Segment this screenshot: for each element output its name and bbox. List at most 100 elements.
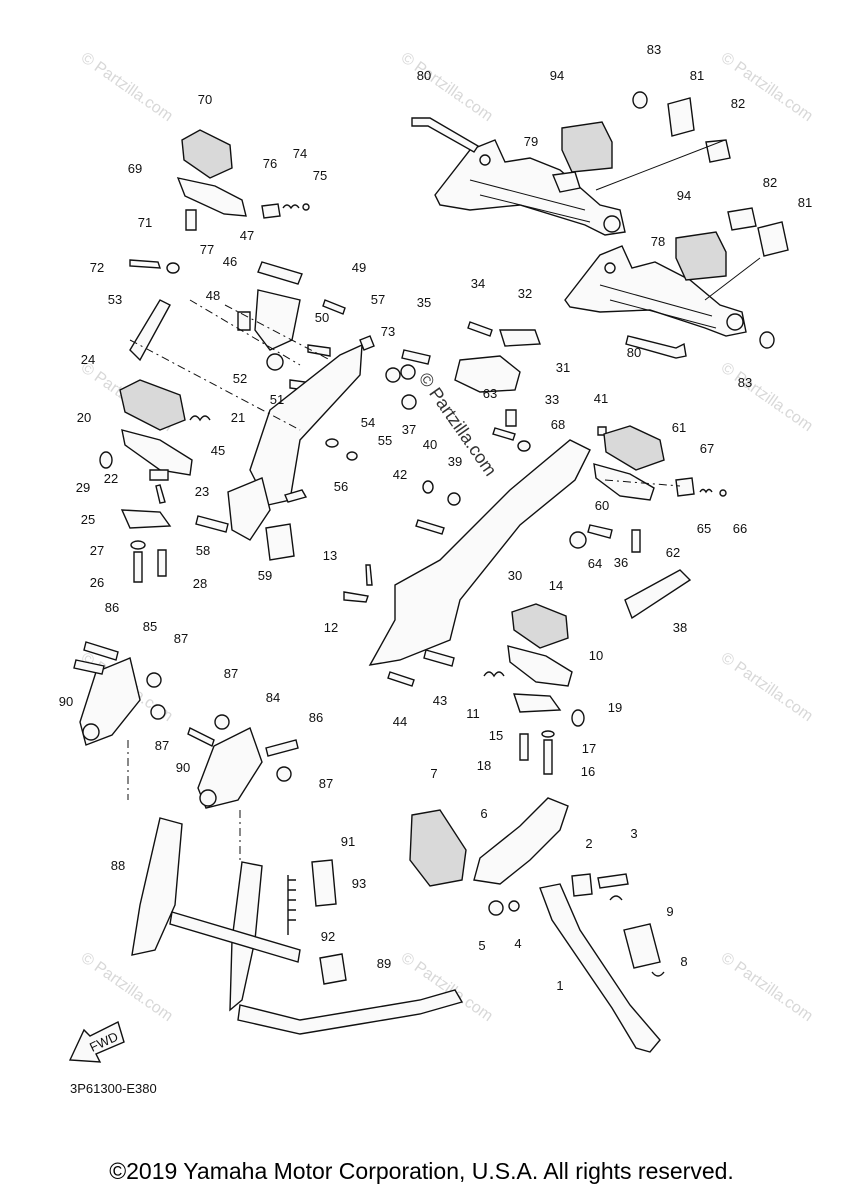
callout-18: 18 <box>477 758 491 773</box>
callout-8: 8 <box>680 954 687 969</box>
collar-81b <box>757 221 789 257</box>
callout-88: 88 <box>111 858 125 873</box>
spring-hook-8 <box>609 895 665 977</box>
callout-86b: 86 <box>309 710 323 725</box>
watermark: © Partzilla.com <box>718 49 816 125</box>
bolt-90 <box>73 659 105 675</box>
bumper-29 <box>99 451 113 469</box>
bolt-80 <box>411 117 479 153</box>
collar-2 <box>571 873 593 897</box>
plate-15 <box>513 693 562 713</box>
callout-51: 51 <box>270 392 284 407</box>
nut-87c <box>214 714 230 730</box>
rubber-block-94b <box>675 231 727 281</box>
grommet-33 <box>505 409 517 427</box>
callout-26: 26 <box>90 575 104 590</box>
callout-27: 27 <box>90 543 104 558</box>
bolt-43 <box>423 649 455 667</box>
bolt-80b <box>625 335 687 359</box>
pin-77 <box>166 262 180 274</box>
main-stand-bar <box>169 911 301 963</box>
callout-36: 36 <box>614 555 628 570</box>
callout-17: 17 <box>582 741 596 756</box>
copyright-notice: ©2019 Yamaha Motor Corporation, U.S.A. A… <box>109 1158 734 1184</box>
footrest-rubber-61 <box>603 425 665 471</box>
callout-34: 34 <box>471 276 485 291</box>
callout-68: 68 <box>551 417 565 432</box>
cover-32 <box>499 329 541 347</box>
callout-73: 73 <box>381 324 395 339</box>
watermark: © Partzilla.com <box>718 649 816 725</box>
callout-20: 20 <box>77 410 91 425</box>
callout-25: 25 <box>81 512 95 527</box>
footrest-31 <box>454 355 521 393</box>
callout-39: 39 <box>448 454 462 469</box>
collar-64 <box>569 531 587 549</box>
nut-5 <box>488 900 504 916</box>
callout-60: 60 <box>595 498 609 513</box>
callout-23: 23 <box>195 484 209 499</box>
callout-33: 33 <box>545 392 559 407</box>
callout-87c: 87 <box>224 666 238 681</box>
callout-85: 85 <box>143 619 157 634</box>
pin-63 <box>492 427 516 441</box>
callout-67: 67 <box>700 441 714 456</box>
callout-58: 58 <box>196 543 210 558</box>
bolt-86 <box>83 641 119 661</box>
callout-43: 43 <box>433 693 447 708</box>
callout-14: 14 <box>549 578 563 593</box>
callout-32: 32 <box>518 286 532 301</box>
footrest-10 <box>507 645 573 687</box>
callout-76: 76 <box>263 156 277 171</box>
callout-70: 70 <box>198 92 212 107</box>
ball-75 <box>302 203 310 211</box>
collar-37 <box>401 394 417 410</box>
pin-12 <box>343 591 369 603</box>
washer-39 <box>447 492 461 506</box>
washer-27 <box>130 540 146 550</box>
callout-44: 44 <box>393 714 407 729</box>
spring-92 <box>287 875 296 935</box>
callout-3: 3 <box>630 826 637 841</box>
callout-92: 92 <box>321 929 335 944</box>
callout-83b: 83 <box>738 375 752 390</box>
callout-21: 21 <box>231 410 245 425</box>
bolt-44 <box>387 671 415 687</box>
footrest-rubber-24 <box>119 379 186 431</box>
callout-41: 41 <box>594 391 608 406</box>
parts-diagram: © Partzilla.com © Partzilla.com © Partzi… <box>59 42 816 1096</box>
spring-11 <box>483 671 505 678</box>
ball-66 <box>719 489 727 497</box>
callout-52: 52 <box>233 371 247 386</box>
pin-68 <box>517 440 531 452</box>
watermark: © Partzilla.com <box>718 359 816 435</box>
callout-57: 57 <box>371 292 385 307</box>
plate-76 <box>261 203 281 219</box>
washer-55 <box>346 451 358 461</box>
callout-5: 5 <box>478 938 485 953</box>
callout-22: 22 <box>104 471 118 486</box>
collar-52 <box>266 353 284 371</box>
bushing-82b <box>727 207 757 231</box>
callout-81: 81 <box>690 68 704 83</box>
callout-40: 40 <box>423 437 437 452</box>
callout-28: 28 <box>193 576 207 591</box>
bolt-42 <box>415 519 445 535</box>
callout-29: 29 <box>76 480 90 495</box>
spring-9 <box>623 923 661 969</box>
plate-67 <box>675 477 695 497</box>
callout-87b: 87 <box>155 738 169 753</box>
cap-57 <box>359 335 375 351</box>
damper-89 <box>319 953 347 985</box>
callout-78: 78 <box>651 234 665 249</box>
bracket-46 <box>254 289 301 351</box>
callout-72: 72 <box>90 260 104 275</box>
callout-74: 74 <box>293 146 307 161</box>
washer-54 <box>325 438 339 448</box>
bolt-71 <box>185 209 197 231</box>
spring-21 <box>189 415 211 422</box>
bumper-19 <box>571 709 585 727</box>
callout-56: 56 <box>334 479 348 494</box>
bracket-arm <box>227 477 271 541</box>
